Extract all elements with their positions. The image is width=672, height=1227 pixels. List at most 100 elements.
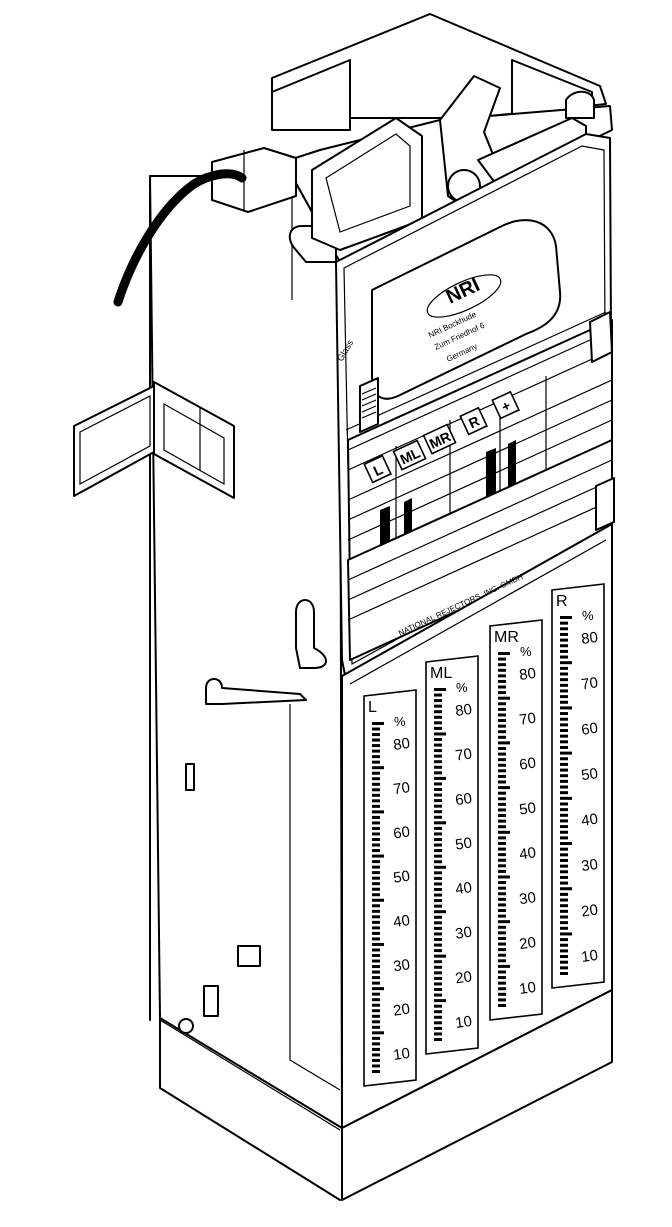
level-tick bbox=[560, 813, 568, 817]
level-tick bbox=[560, 672, 568, 676]
level-tick bbox=[498, 679, 506, 683]
level-tick bbox=[560, 836, 568, 840]
level-tick bbox=[434, 882, 442, 886]
level-tick bbox=[372, 992, 380, 996]
front-panel bbox=[335, 133, 613, 681]
level-tick bbox=[498, 948, 506, 952]
level-tick bbox=[434, 821, 446, 825]
level-tick bbox=[372, 976, 380, 980]
level-tick bbox=[434, 926, 442, 930]
panel-button-4[interactable]: + bbox=[491, 390, 520, 420]
level-tick bbox=[560, 678, 568, 682]
level-tick bbox=[498, 746, 506, 750]
level-tick bbox=[434, 715, 442, 719]
panel-button-1[interactable]: ML bbox=[392, 439, 427, 471]
level-tick bbox=[498, 992, 506, 996]
scale-mark: 70 bbox=[392, 779, 411, 798]
level-tick bbox=[372, 948, 380, 952]
level-tick bbox=[498, 652, 510, 655]
level-tick bbox=[560, 700, 568, 704]
level-tick bbox=[434, 871, 442, 875]
level-tick bbox=[498, 964, 510, 968]
level-tick bbox=[498, 942, 506, 946]
level-tick bbox=[434, 949, 442, 953]
level-tick bbox=[434, 793, 442, 797]
level-tick bbox=[372, 771, 380, 775]
scale-mark: 70 bbox=[580, 674, 599, 693]
level-tick bbox=[372, 981, 380, 985]
level-tick bbox=[434, 699, 442, 703]
level-tick bbox=[498, 668, 506, 672]
level-tick bbox=[560, 909, 568, 913]
scale-mark: 70 bbox=[518, 710, 537, 729]
level-tick bbox=[498, 719, 506, 723]
level-tick bbox=[434, 843, 442, 847]
level-tick bbox=[372, 738, 380, 742]
level-tick bbox=[372, 871, 380, 875]
level-tick bbox=[372, 931, 380, 935]
level-tick bbox=[372, 860, 380, 864]
level-tick bbox=[498, 886, 506, 890]
level-tick bbox=[560, 740, 568, 744]
scale-mark: 40 bbox=[454, 879, 473, 898]
level-tick bbox=[498, 724, 506, 728]
tube-label: ML bbox=[430, 665, 452, 682]
level-tick bbox=[498, 976, 506, 980]
level-tick bbox=[434, 832, 442, 836]
scale-mark: 10 bbox=[454, 1013, 473, 1032]
scale-mark: 60 bbox=[392, 823, 411, 842]
scale-mark: 80 bbox=[580, 629, 599, 648]
level-tick bbox=[560, 898, 568, 902]
level-tick bbox=[434, 799, 442, 803]
level-tick bbox=[560, 972, 568, 975]
level-tick bbox=[434, 743, 442, 747]
power-cable bbox=[113, 169, 247, 307]
level-tick bbox=[434, 915, 442, 919]
level-tick bbox=[560, 751, 572, 755]
level-tick bbox=[372, 998, 380, 1002]
panel-button-2[interactable]: MR bbox=[422, 423, 457, 455]
panel-button-0[interactable]: L bbox=[363, 454, 392, 484]
level-tick bbox=[560, 904, 568, 908]
level-tick bbox=[372, 854, 384, 858]
level-tick bbox=[560, 666, 568, 670]
level-tick bbox=[560, 858, 568, 862]
level-tick bbox=[560, 932, 572, 936]
level-tick bbox=[434, 1010, 442, 1014]
level-tick bbox=[498, 730, 506, 734]
level-tick bbox=[560, 695, 568, 699]
level-tick bbox=[372, 815, 380, 819]
level-tick bbox=[372, 755, 380, 759]
level-tick bbox=[560, 853, 568, 857]
level-tick bbox=[498, 892, 506, 896]
level-tick bbox=[372, 1036, 380, 1040]
level-tick bbox=[498, 735, 506, 739]
level-tick bbox=[434, 932, 442, 936]
level-tick bbox=[560, 802, 568, 806]
level-tick bbox=[498, 685, 506, 689]
level-tick bbox=[372, 722, 384, 725]
level-tick bbox=[434, 771, 442, 775]
level-tick bbox=[372, 1014, 380, 1018]
level-tick bbox=[498, 869, 506, 873]
level-tick bbox=[434, 1032, 442, 1036]
right-clip-bottom bbox=[595, 477, 615, 531]
tube-unit: % bbox=[582, 608, 594, 623]
tube-label: R bbox=[556, 593, 568, 610]
level-tick bbox=[560, 825, 568, 829]
level-tick bbox=[372, 793, 380, 797]
level-tick bbox=[560, 774, 568, 778]
top-mechanism bbox=[211, 13, 613, 271]
level-tick bbox=[498, 825, 506, 829]
level-tick bbox=[498, 998, 506, 1002]
level-tick bbox=[560, 644, 568, 648]
level-tick bbox=[434, 904, 442, 908]
level-tick bbox=[498, 774, 506, 778]
panel-button-3[interactable]: R bbox=[459, 406, 488, 436]
level-tick bbox=[434, 782, 442, 786]
level-tick bbox=[372, 970, 380, 974]
level-tick bbox=[498, 758, 506, 762]
level-tick bbox=[498, 780, 506, 784]
